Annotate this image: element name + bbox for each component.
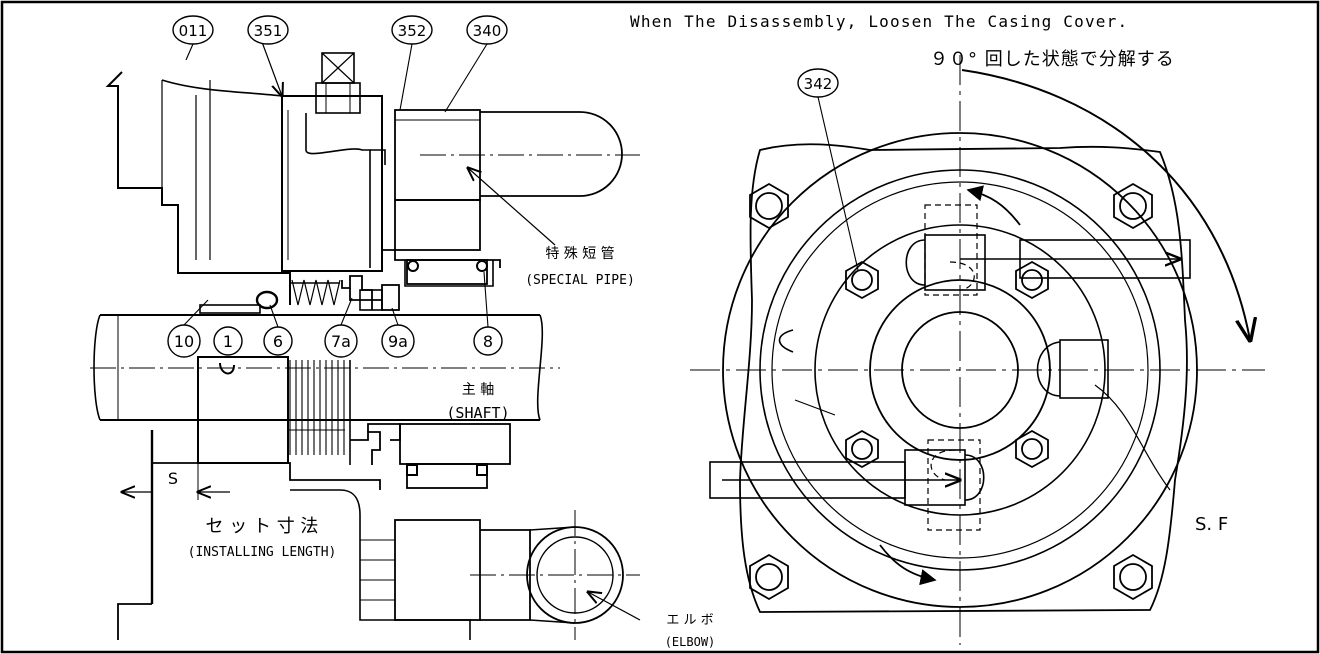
part-6: 6 (273, 332, 283, 351)
part-342: 342 (804, 75, 833, 93)
note-english: When The Disassembly, Loosen The Casing … (630, 12, 1128, 31)
part-7a: 7a (331, 332, 351, 351)
flange-outline (739, 143, 1188, 613)
note-japanese: ９０° 回した状態で分解する (930, 49, 1175, 70)
special-pipe-en: (SPECIAL PIPE) (525, 273, 635, 288)
flange-bolt-br (1113, 553, 1153, 601)
casing-upper-outline (105, 71, 200, 274)
flange-bolt-tl (749, 182, 789, 230)
shaft-jp: 主 軸 (462, 382, 494, 398)
part-011: 011 (179, 22, 208, 40)
shaft-en: (SHAFT) (446, 404, 509, 422)
spring-upper (291, 279, 341, 306)
balloon-351 (247, 15, 289, 45)
part-10: 10 (174, 332, 194, 351)
right-center-lines (690, 55, 1265, 645)
dim-s-label: S (168, 469, 178, 488)
left-center-lines (90, 154, 640, 640)
part-340: 340 (473, 22, 502, 40)
rotation-90-arc (961, 69, 1250, 340)
balloon-1 (213, 326, 243, 356)
flange-bolt-tr (1113, 182, 1153, 230)
part-1: 1 (223, 332, 233, 351)
elbow-en: (ELBOW) (665, 635, 716, 649)
part-8: 8 (483, 332, 493, 351)
end-view (709, 69, 1250, 613)
special-pipe-cap (480, 111, 623, 197)
elbow-jp: エ ル ボ (666, 613, 713, 628)
part-351: 351 (254, 22, 283, 40)
set-dimension-en: (INSTALLING LENGTH) (188, 545, 337, 560)
sf-label: S. F (1195, 514, 1228, 535)
section-view (93, 52, 624, 640)
special-pipe-jp: 特 殊 短 管 (545, 246, 614, 262)
set-dimension-jp: セ ッ ト 寸 法 (206, 516, 319, 537)
part-9a: 9a (388, 332, 408, 351)
flange-bolt-bl (749, 553, 789, 601)
part-352: 352 (398, 22, 427, 40)
